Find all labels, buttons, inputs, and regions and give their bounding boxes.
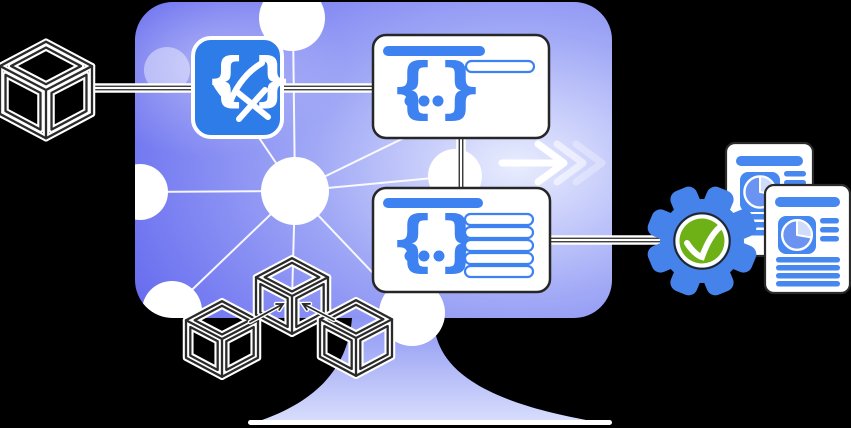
doc-text-line: [820, 236, 839, 242]
doc-text-line: [776, 265, 840, 271]
check-icon: [684, 224, 723, 261]
success-badge: [673, 212, 731, 270]
gear-check-group: [647, 186, 757, 296]
package-cube-left: [182, 297, 262, 381]
close-brace-glyph: }: [252, 45, 293, 113]
doc-text-line: [784, 171, 806, 177]
check-icon: [213, 60, 265, 104]
json-braces-icon: {: [389, 202, 436, 279]
schema-card-bottom: {}: [371, 186, 552, 294]
schema-field-pill: [463, 212, 535, 227]
doc-text-line: [820, 227, 839, 233]
json-dot: [404, 250, 416, 262]
json-dot: [418, 95, 430, 107]
expand-arrow-icon: [298, 301, 337, 323]
schema-field-pill: [463, 251, 535, 266]
doc-text-line: [776, 257, 840, 263]
doc-text-line: [776, 273, 840, 279]
schema-cards: {} {}: [371, 33, 552, 294]
monitor-stand: [256, 318, 598, 422]
schema-card-top: {}: [371, 33, 551, 140]
doc-text-line: [776, 281, 840, 287]
doc-title-bar: [775, 197, 840, 207]
monitor-base: [248, 420, 612, 425]
package-cubes: [0, 38, 396, 381]
package-cube-right: [316, 296, 396, 380]
json-dot: [433, 250, 445, 262]
card-title-bar: [383, 198, 483, 208]
doc-title-bar: [736, 156, 803, 166]
json-dot: [404, 95, 416, 107]
json-dot: [418, 250, 430, 262]
graph-node-free: [379, 280, 445, 346]
graph-node: [142, 281, 202, 318]
package-cube-standalone: [0, 38, 96, 142]
flow-arrow-chevron: [534, 140, 568, 186]
graph-node: [135, 164, 168, 220]
flow-arrow-chevron: [553, 140, 587, 186]
connector-lines: [91, 83, 662, 245]
cross-icon: [234, 87, 271, 122]
schema-field-pill: [463, 238, 535, 253]
schema-field-pill: [464, 59, 536, 74]
json-braces-icon: {: [389, 49, 436, 126]
graph-node: [259, 2, 325, 51]
flow-arrow-icon: [498, 140, 606, 186]
card-title-bar: [383, 46, 485, 56]
graph-node: [144, 47, 190, 93]
doc-text-line: [820, 218, 839, 224]
schema-validation-card: {}: [191, 36, 293, 139]
graph-node-free-group: [379, 280, 445, 346]
pie-chart-icon: [778, 216, 816, 254]
report-doc-front: [763, 183, 851, 295]
pie-slice: [796, 219, 813, 239]
flow-arrow-chevron: [572, 140, 606, 186]
schema-field-pill: [463, 264, 535, 279]
schema-field-pill: [463, 225, 535, 240]
json-dot: [432, 95, 444, 107]
graph-hub-node: [261, 157, 329, 225]
expand-arrow-icon: [247, 301, 288, 325]
